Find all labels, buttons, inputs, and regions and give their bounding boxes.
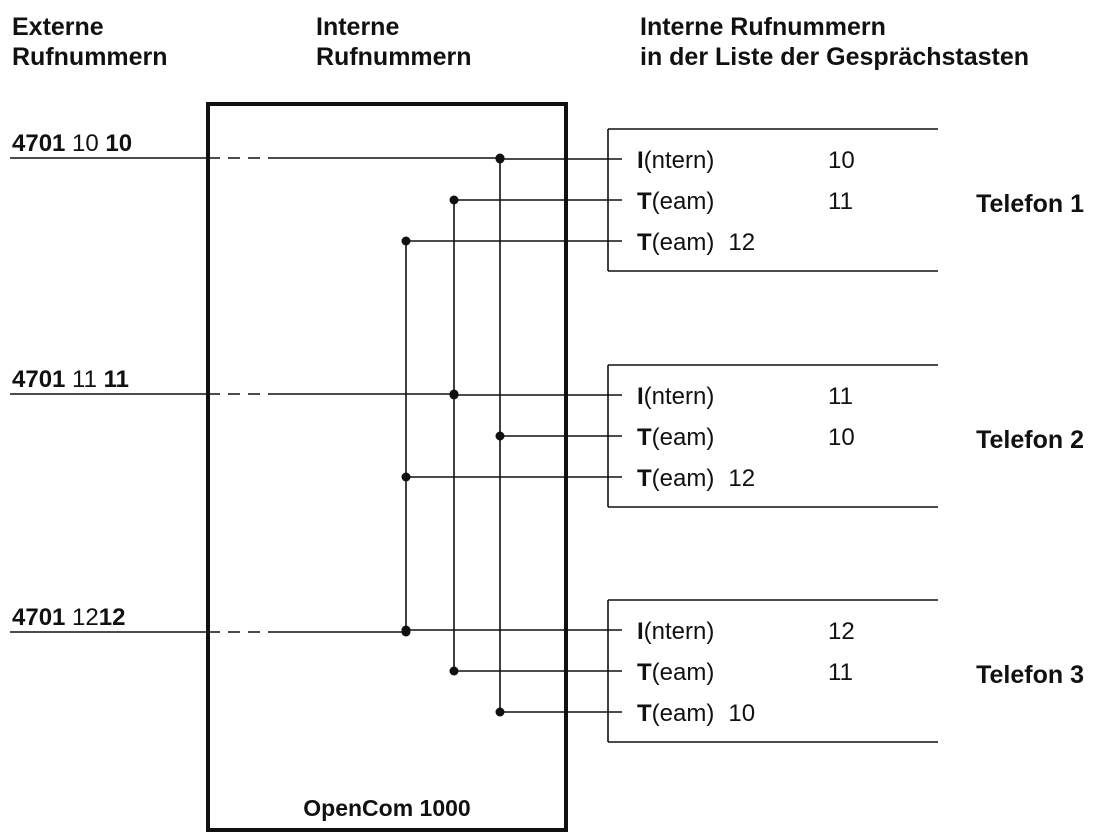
key-label: T(eam)12 [637,465,755,492]
external-number-label: 4701 11 11 [12,366,129,393]
opencom-label: OpenCom 1000 [303,795,470,821]
key-label: T(eam)12 [637,229,755,256]
external-number-label: 4701 10 10 [12,130,132,157]
key-label: T(eam)10 [637,700,755,727]
key-label: I(ntern) [637,383,714,410]
key-number: 11 [828,383,853,410]
key-number: 10 [828,424,855,451]
key-number: 12 [828,618,855,645]
junction-dot [449,389,459,399]
key-label: T(eam) [637,424,714,451]
header-internal-line-2: Rufnummern [316,43,472,71]
header-external-line-1: Externe [12,13,104,41]
phone-name-label: Telefon 3 [976,661,1084,689]
header-internal-line-1: Interne [316,13,400,41]
header-external-line-2: Rufnummern [12,43,168,71]
phone-name-label: Telefon 1 [976,190,1084,218]
key-label: I(ntern) [637,147,714,174]
key-number: 11 [828,659,853,686]
key-label: T(eam) [637,659,714,686]
junction-dot [401,627,411,637]
phone-name-label: Telefon 2 [976,426,1084,454]
header-keys-line-1: Interne Rufnummern [640,13,886,41]
header-internal-numbers: Interne Rufnummern [316,12,472,72]
junction-dot [495,153,505,163]
header-external-numbers: Externe Rufnummern [12,12,168,72]
key-number: 10 [828,147,855,174]
external-number-label: 4701 1212 [12,604,125,631]
opencom-box [206,102,568,832]
key-label: T(eam) [637,188,714,215]
header-key-list: Interne Rufnummern in der Liste der Gesp… [640,12,1029,72]
key-number: 11 [828,188,853,215]
key-label: I(ntern) [637,618,714,645]
header-keys-line-2: in der Liste der Gesprächstasten [640,43,1030,71]
